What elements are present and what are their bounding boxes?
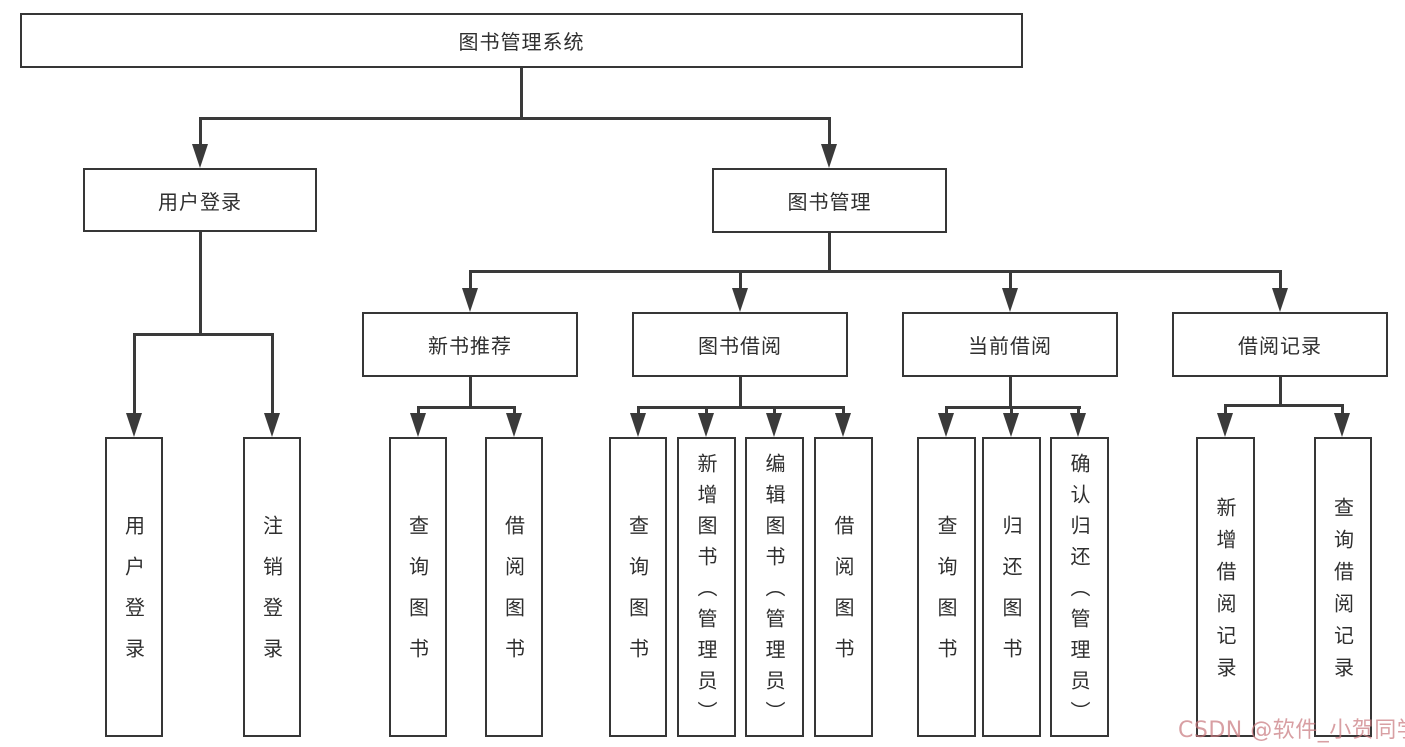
leaf-logout-label: 注销登录 xyxy=(259,515,284,679)
csdn-watermark: CSDN @软件_小贺同学 xyxy=(1178,718,1405,743)
arrowhead-bb-query xyxy=(630,413,646,437)
node-book-mgmt-label: 图书管理 xyxy=(787,190,872,214)
arrowhead-br-query xyxy=(1334,413,1350,437)
node-book-borrow: 图书借阅 xyxy=(632,312,848,377)
node-new-books-label: 新书推荐 xyxy=(428,334,512,358)
leaf-cb-confirm-return-admin: 确认归还（管理员） xyxy=(1050,437,1109,737)
leaf-br-add-record: 新增借阅记录 xyxy=(1196,437,1255,737)
arrowhead-leaf-login xyxy=(126,413,142,437)
connector-user-login-bus xyxy=(133,333,274,336)
leaf-bb-add-books-admin-label: 新增图书（管理员） xyxy=(694,452,718,732)
connector-to-leaf-logout xyxy=(271,333,274,417)
node-user-login-label: 用户登录 xyxy=(158,189,242,214)
node-book-borrow-label: 图书借阅 xyxy=(698,334,782,358)
connector-to-new-books xyxy=(469,270,472,292)
connector-to-book-borrow xyxy=(739,270,742,292)
connector-book-mgmt-stem xyxy=(828,233,831,272)
connector-current-borrow-stem xyxy=(1009,377,1012,409)
node-user-login: 用户登录 xyxy=(83,168,317,232)
arrowhead-book-borrow xyxy=(732,288,748,312)
node-current-borrow: 当前借阅 xyxy=(902,312,1118,377)
leaf-cb-confirm-return-admin-label: 确认归还（管理员） xyxy=(1067,452,1091,732)
leaf-cb-query-books-label: 查询图书 xyxy=(934,515,958,679)
leaf-bb-query-books: 查询图书 xyxy=(609,437,667,737)
connector-to-bb-query xyxy=(637,406,640,418)
arrowhead-bb-borrow xyxy=(835,413,851,437)
arrowhead-book-mgmt xyxy=(821,144,837,168)
node-current-borrow-label: 当前借阅 xyxy=(968,334,1052,358)
arrowhead-user-login xyxy=(192,144,208,168)
connector-user-login-stem xyxy=(199,232,202,336)
connector-borrow-records-stem xyxy=(1279,377,1282,407)
connector-to-br-add xyxy=(1224,404,1227,418)
connector-root-stem xyxy=(520,68,523,119)
arrowhead-cb-confirm xyxy=(1070,413,1086,437)
connector-to-user-login xyxy=(199,117,202,148)
arrowhead-current-borrow xyxy=(1002,288,1018,312)
node-book-mgmt: 图书管理 xyxy=(712,168,947,233)
arrowhead-leaf-logout xyxy=(264,413,280,437)
connector-book-borrow-stem xyxy=(739,377,742,409)
connector-to-nb-query xyxy=(417,406,420,418)
leaf-user-login-label: 用户登录 xyxy=(121,515,146,679)
arrowhead-cb-return xyxy=(1003,413,1019,437)
leaf-cb-return-books: 归还图书 xyxy=(982,437,1041,737)
leaf-br-add-record-label: 新增借阅记录 xyxy=(1213,497,1237,689)
leaf-bb-query-books-label: 查询图书 xyxy=(625,515,650,679)
arrowhead-nb-query xyxy=(410,413,426,437)
connector-current-borrow-bus xyxy=(945,406,1081,409)
arrowhead-nb-borrow xyxy=(506,413,522,437)
connector-to-book-mgmt xyxy=(828,117,831,148)
connector-to-bb-borrow xyxy=(842,406,845,418)
node-borrow-records-label: 借阅记录 xyxy=(1238,334,1322,358)
arrowhead-borrow-records xyxy=(1272,288,1288,312)
leaf-nb-borrow-books: 借阅图书 xyxy=(485,437,543,737)
arrowhead-bb-edit xyxy=(766,413,782,437)
leaf-br-query-record: 查询借阅记录 xyxy=(1314,437,1372,737)
leaf-cb-query-books: 查询图书 xyxy=(917,437,976,737)
connector-to-cb-query xyxy=(945,406,948,418)
leaf-nb-borrow-books-label: 借阅图书 xyxy=(501,515,526,679)
connector-to-current-borrow xyxy=(1009,270,1012,292)
connector-book-borrow-bus xyxy=(637,406,845,409)
leaf-bb-borrow-books-label: 借阅图书 xyxy=(831,515,855,679)
arrowhead-new-books xyxy=(462,288,478,312)
connector-to-borrow-records xyxy=(1279,270,1282,292)
leaf-user-login: 用户登录 xyxy=(105,437,163,737)
connector-level2-bus xyxy=(199,117,831,120)
leaf-bb-edit-books-admin: 编辑图书（管理员） xyxy=(745,437,804,737)
node-root: 图书管理系统 xyxy=(20,13,1023,68)
connector-to-br-query xyxy=(1341,404,1344,418)
leaf-bb-add-books-admin: 新增图书（管理员） xyxy=(677,437,736,737)
arrowhead-br-add xyxy=(1217,413,1233,437)
leaf-logout: 注销登录 xyxy=(243,437,301,737)
node-borrow-records: 借阅记录 xyxy=(1172,312,1388,377)
connector-new-books-stem xyxy=(469,377,472,409)
connector-borrow-records-bus xyxy=(1224,404,1344,407)
leaf-bb-borrow-books: 借阅图书 xyxy=(814,437,873,737)
connector-to-cb-return xyxy=(1010,406,1013,418)
node-new-books: 新书推荐 xyxy=(362,312,578,377)
connector-to-bb-add xyxy=(705,406,708,418)
leaf-br-query-record-label: 查询借阅记录 xyxy=(1330,497,1355,689)
leaf-nb-query-books-label: 查询图书 xyxy=(405,515,430,679)
arrowhead-bb-add xyxy=(698,413,714,437)
connector-to-leaf-login xyxy=(133,333,136,417)
connector-level3-bus xyxy=(469,270,1281,273)
leaf-bb-edit-books-admin-label: 编辑图书（管理员） xyxy=(762,452,786,732)
node-root-label: 图书管理系统 xyxy=(458,30,585,54)
connector-to-cb-confirm xyxy=(1077,406,1080,418)
connector-to-nb-borrow xyxy=(513,406,516,418)
leaf-cb-return-books-label: 归还图书 xyxy=(999,515,1023,679)
leaf-nb-query-books: 查询图书 xyxy=(389,437,447,737)
connector-new-books-bus xyxy=(417,406,515,409)
connector-to-bb-edit xyxy=(773,406,776,418)
arrowhead-cb-query xyxy=(938,413,954,437)
